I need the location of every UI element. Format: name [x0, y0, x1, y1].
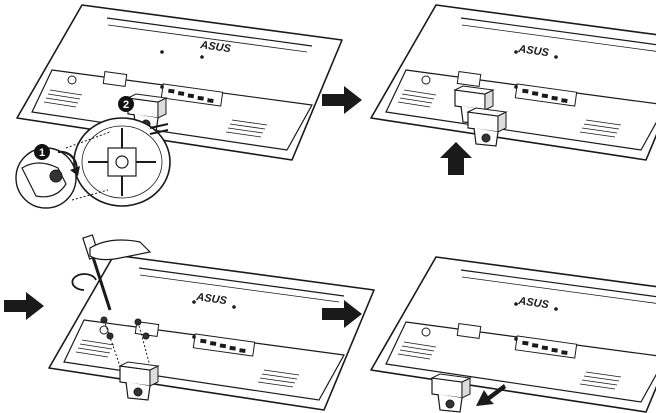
panel-3: ASUS: [49, 235, 374, 410]
hand-icon: [90, 240, 150, 260]
panel-2: ASUS: [371, 5, 656, 175]
stand-base: [74, 118, 170, 206]
rotate-icon: [72, 274, 96, 290]
arrow-right-icon: [4, 292, 44, 320]
panel-1: ASUS 1: [16, 5, 342, 208]
arrow-right-icon: [322, 86, 362, 114]
step-badge-1-label: 1: [39, 147, 45, 159]
step-badge-1: 1: [34, 144, 50, 160]
arrow-up-icon: [440, 142, 472, 175]
step-badge-2-label: 2: [123, 99, 129, 111]
panel-4: ASUS: [371, 257, 656, 412]
step-badge-2: 2: [118, 96, 134, 112]
